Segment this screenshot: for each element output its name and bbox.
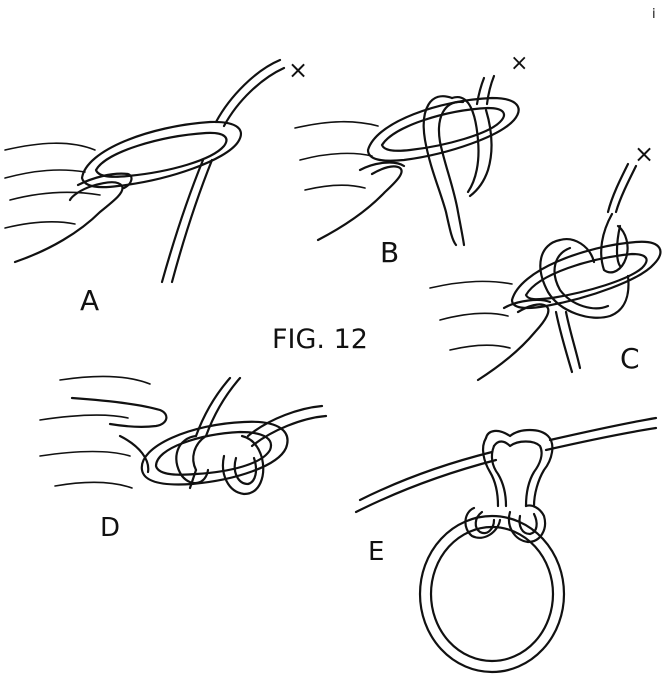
panel-label-b: B — [380, 236, 399, 269]
panel-label-c: C — [620, 342, 640, 375]
hand-d — [40, 377, 166, 488]
rope-a — [162, 60, 284, 282]
panel-e: E — [356, 418, 656, 672]
panel-c: × C — [430, 140, 660, 380]
ring-a — [82, 122, 241, 187]
knot-e — [465, 430, 552, 542]
page-mark: i — [652, 7, 656, 22]
end-mark-b: × — [510, 51, 528, 76]
rope-c — [540, 164, 636, 372]
panel-label-a: A — [80, 284, 99, 317]
hand-c — [430, 281, 550, 380]
end-mark-a: × — [288, 56, 308, 84]
ring-d — [142, 422, 288, 485]
panel-d: D — [40, 377, 326, 543]
rope-d — [176, 378, 326, 494]
panel-a: × A — [5, 56, 308, 317]
ring-e — [420, 516, 564, 672]
rope-b — [424, 76, 494, 245]
figure-title: FIG. 12 — [272, 324, 368, 355]
hand-a — [5, 143, 131, 262]
panel-label-d: D — [100, 513, 120, 543]
panel-b: × B — [295, 51, 528, 269]
end-mark-c: × — [634, 140, 654, 168]
ring-c — [512, 242, 660, 308]
panel-label-e: E — [368, 537, 384, 567]
